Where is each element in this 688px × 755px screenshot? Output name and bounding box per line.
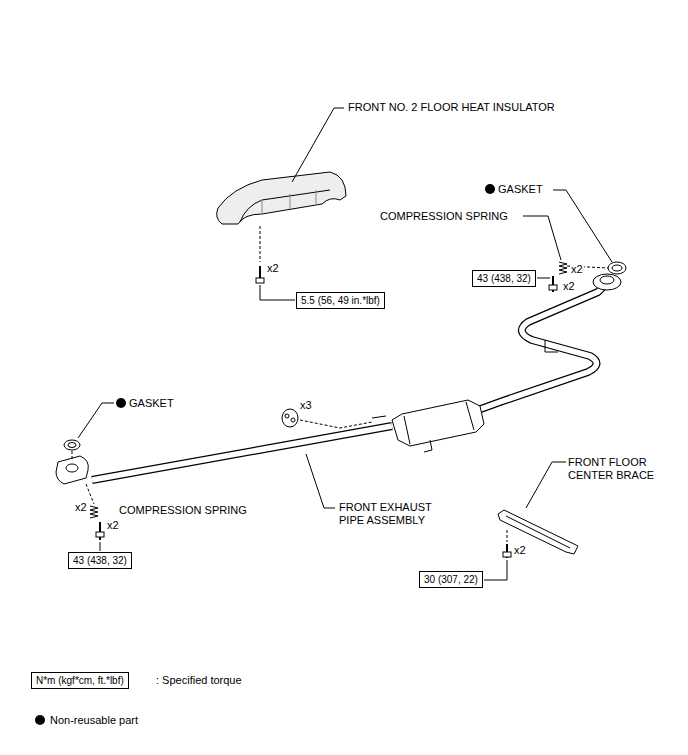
part-name: COMPRESSION SPRING [379, 210, 509, 223]
quantity: x2 [74, 501, 88, 514]
quantity: x2 [106, 519, 120, 532]
torque-box: 30 (307, 22) [419, 571, 483, 588]
part-name: GASKET [128, 397, 175, 410]
torque-box: 43 (438, 32) [472, 270, 536, 287]
quantity: x2 [513, 544, 527, 557]
legend-dot [35, 715, 45, 725]
torque-value: 43 (438, 32) [477, 273, 531, 284]
part-name: GASKET [497, 183, 544, 196]
torque-value: 43 (438, 32) [73, 555, 127, 566]
legend-text: Non-reusable part [49, 714, 139, 727]
torque-box: 5.5 (56, 49 in.*lbf) [296, 292, 385, 309]
torque-box: 43 (438, 32) [68, 552, 132, 569]
part-name: FRONT NO. 2 FLOOR HEAT INSULATOR [347, 101, 556, 114]
quantity: x2 [570, 263, 584, 276]
legend-torque-box: N*m (kgf*cm, ft.*lbf) [31, 672, 129, 689]
quantity: x3 [299, 399, 313, 412]
torque-value: 30 (307, 22) [424, 574, 478, 585]
part-name: FRONT FLOOR CENTER BRACE [567, 456, 669, 482]
quantity: x2 [266, 262, 280, 275]
part-name: COMPRESSION SPRING [118, 504, 248, 517]
part-name: FRONT EXHAUST PIPE ASSEMBLY [338, 501, 440, 527]
torque-value: N*m (kgf*cm, ft.*lbf) [36, 675, 124, 686]
torque-value: 5.5 (56, 49 in.*lbf) [301, 295, 380, 306]
legend-text: : Specified torque [155, 674, 243, 687]
quantity: x2 [562, 280, 576, 293]
